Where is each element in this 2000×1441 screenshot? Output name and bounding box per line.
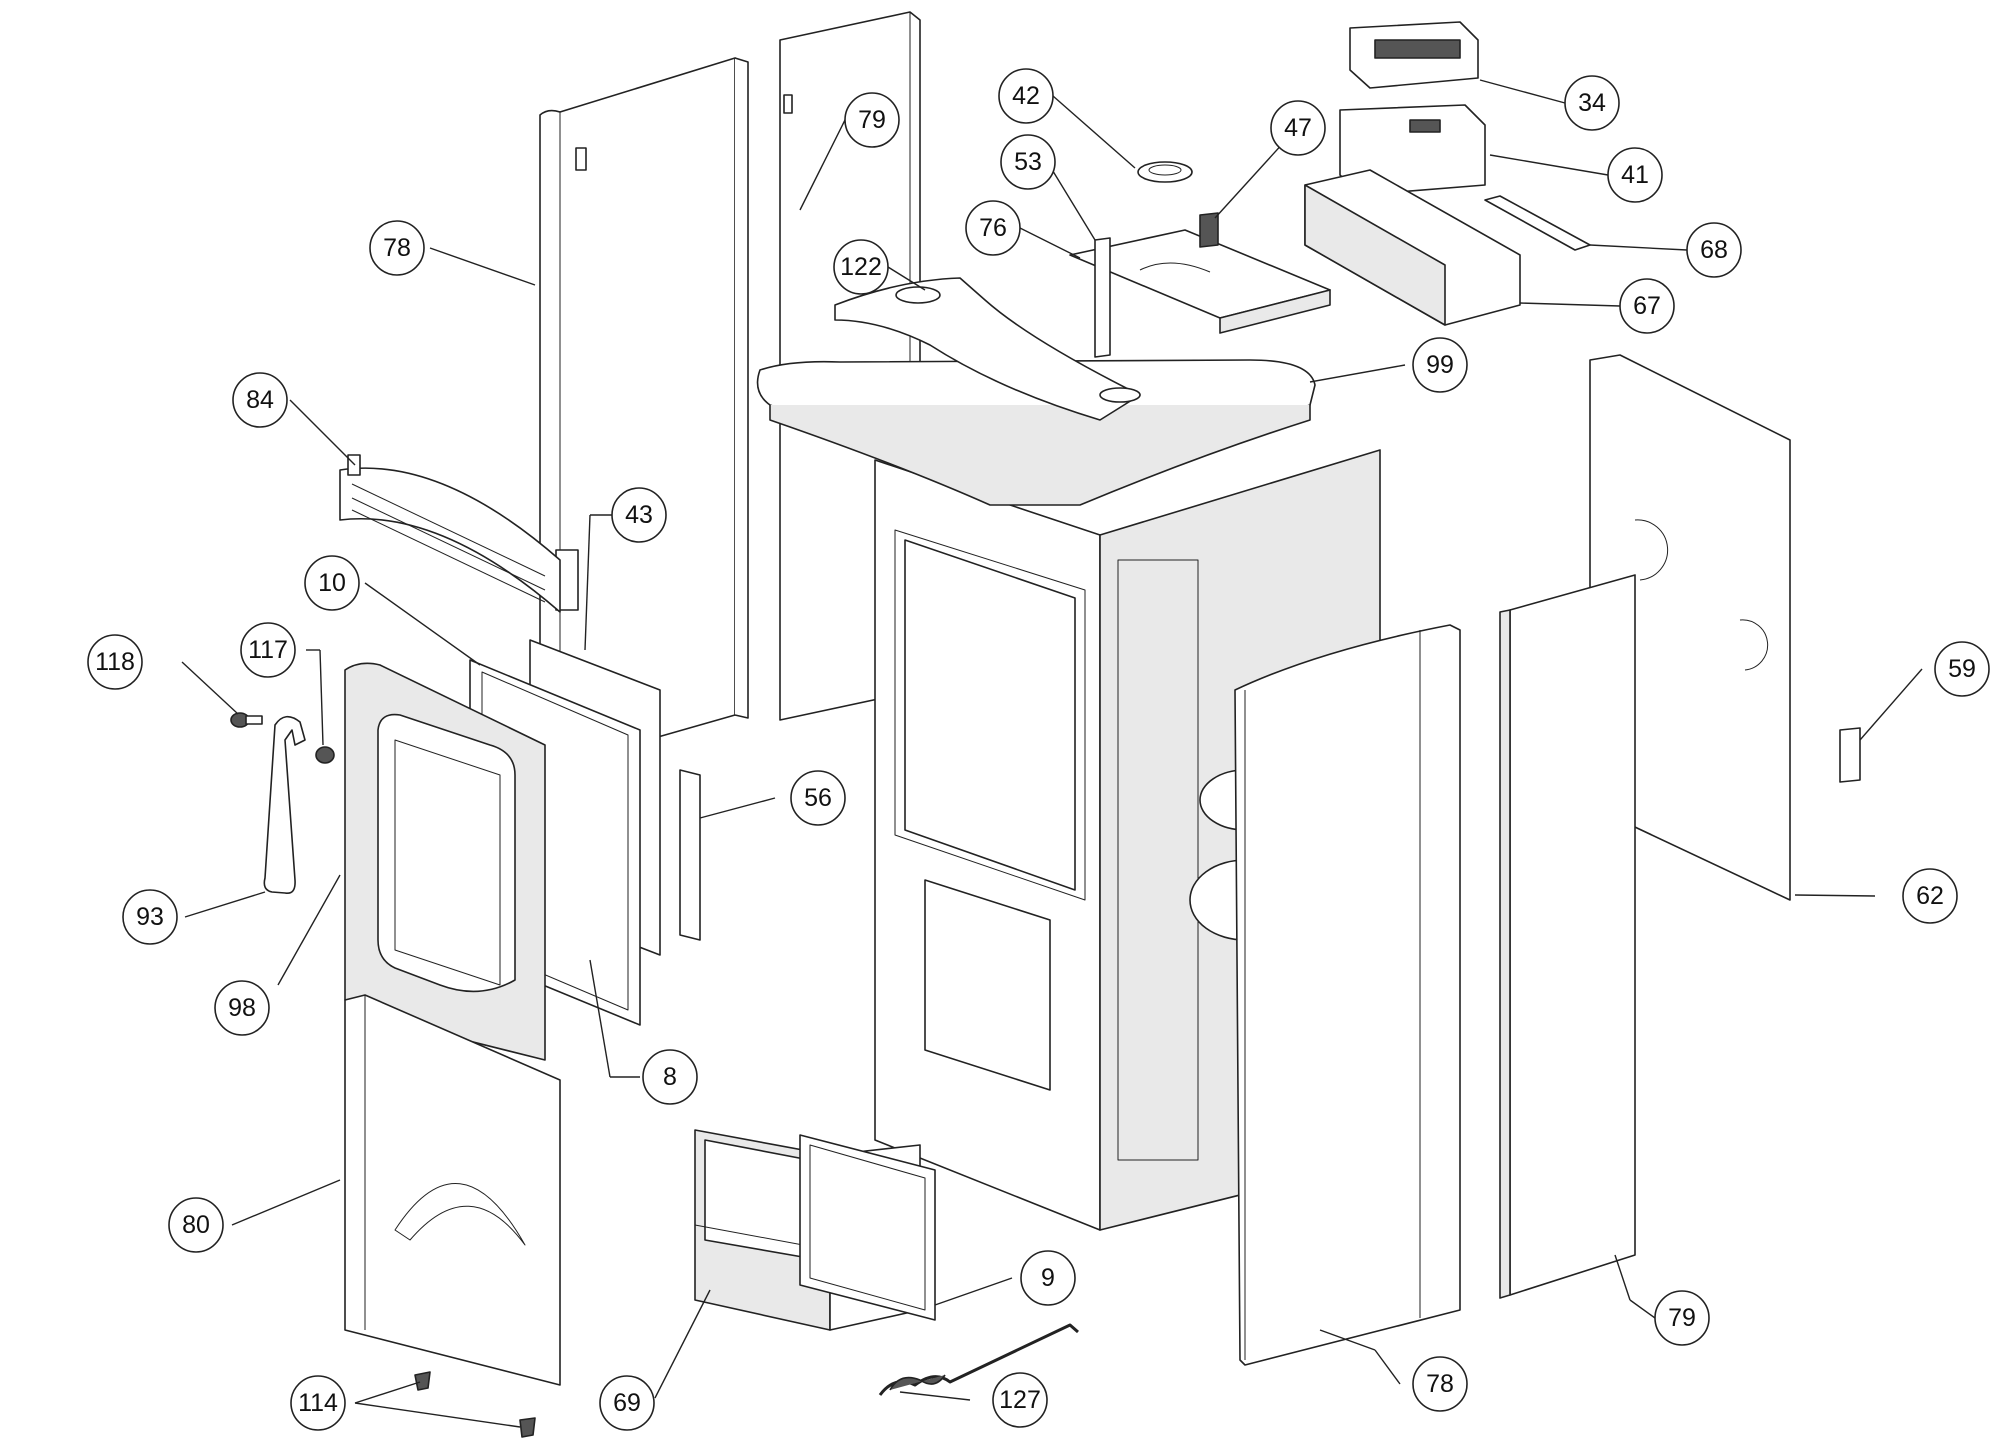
- part-9-drawer-gasket: [799, 1134, 936, 1321]
- part-114-foot-screws: [414, 1371, 536, 1438]
- callout-69: 69: [599, 1375, 655, 1431]
- svg-text:34: 34: [1578, 89, 1606, 117]
- svg-text:41: 41: [1621, 161, 1649, 189]
- svg-text:114: 114: [298, 1389, 338, 1417]
- svg-text:78: 78: [1426, 1370, 1454, 1398]
- part-118-bolt: [230, 712, 263, 728]
- callout-127: 127: [992, 1372, 1048, 1428]
- callout-122: 122: [833, 239, 889, 295]
- svg-text:9: 9: [1041, 1264, 1055, 1292]
- callout-42: 42: [998, 68, 1054, 124]
- svg-text:47: 47: [1284, 114, 1312, 142]
- part-34-control-panel: [1349, 21, 1479, 89]
- part-53-bracket: [1094, 237, 1111, 358]
- svg-text:93: 93: [136, 903, 164, 931]
- part-80-lower-front-panel: [344, 994, 561, 1386]
- leader-lines: [181, 79, 1923, 1428]
- callout-98: 98: [214, 980, 270, 1036]
- svg-text:53: 53: [1014, 148, 1042, 176]
- part-127-spring-hook: [878, 1323, 1079, 1396]
- svg-text:62: 62: [1916, 882, 1944, 910]
- part-47-clip: [1199, 212, 1219, 248]
- svg-text:122: 122: [840, 253, 882, 281]
- callout-62: 62: [1902, 868, 1958, 924]
- callout-59: 59: [1934, 641, 1990, 697]
- svg-text:127: 127: [999, 1386, 1041, 1414]
- part-67-channel: [1304, 169, 1521, 326]
- callout-114: 114: [290, 1375, 346, 1431]
- svg-text:80: 80: [182, 1211, 210, 1239]
- part-78-right-side-panel: [1234, 624, 1461, 1366]
- callout-9: 9: [1020, 1250, 1076, 1306]
- part-122-lid: [834, 277, 1141, 421]
- part-59-plate: [1839, 727, 1861, 783]
- svg-text:98: 98: [228, 994, 256, 1022]
- svg-text:79: 79: [858, 106, 886, 134]
- part-76-top-plate: [1069, 229, 1331, 334]
- part-93-door-wrench: [263, 715, 306, 895]
- callout-68: 68: [1686, 222, 1742, 278]
- svg-text:79: 79: [1668, 1304, 1696, 1332]
- svg-text:59: 59: [1948, 655, 1976, 683]
- part-84-front-grille: [339, 454, 561, 613]
- part-42-ring: [1137, 161, 1193, 183]
- svg-text:99: 99: [1426, 351, 1454, 379]
- svg-text:10: 10: [318, 569, 346, 597]
- svg-text:67: 67: [1633, 292, 1661, 320]
- part-56-strip: [679, 769, 701, 941]
- svg-text:84: 84: [246, 386, 274, 414]
- part-79-right-rear-panel: [1499, 574, 1636, 1299]
- callout-34: 34: [1564, 75, 1620, 131]
- callout-53: 53: [1000, 134, 1056, 190]
- part-99-top-cover: [756, 359, 1316, 506]
- callout-79-top: 79: [844, 92, 900, 148]
- callout-8: 8: [642, 1049, 698, 1105]
- callout-84: 84: [232, 372, 288, 428]
- svg-text:43: 43: [625, 501, 653, 529]
- callout-10: 10: [304, 555, 360, 611]
- svg-text:69: 69: [613, 1389, 641, 1417]
- svg-text:68: 68: [1700, 236, 1728, 264]
- callout-99: 99: [1412, 337, 1468, 393]
- svg-text:56: 56: [804, 784, 832, 812]
- part-68-rail: [1484, 195, 1591, 251]
- svg-text:76: 76: [979, 214, 1007, 242]
- callout-43: 43: [611, 487, 667, 543]
- part-78-left-side-panel: [539, 57, 749, 766]
- callout-47: 47: [1270, 100, 1326, 156]
- callout-78-bottom: 78: [1412, 1356, 1468, 1412]
- part-41-panel-box: [1339, 104, 1486, 196]
- svg-text:42: 42: [1012, 82, 1040, 110]
- callout-67: 67: [1619, 278, 1675, 334]
- callout-41: 41: [1607, 147, 1663, 203]
- callout-117: 117: [240, 622, 296, 678]
- svg-text:8: 8: [663, 1063, 677, 1091]
- svg-text:117: 117: [248, 636, 288, 664]
- callout-80: 80: [168, 1197, 224, 1253]
- callout-76: 76: [965, 200, 1021, 256]
- part-117-nut: [315, 746, 335, 764]
- callout-118: 118: [87, 634, 143, 690]
- callout-78-top: 78: [369, 220, 425, 276]
- svg-text:78: 78: [383, 234, 411, 262]
- callout-93: 93: [122, 889, 178, 945]
- svg-text:118: 118: [95, 648, 135, 676]
- part-98-door-frame: [344, 662, 546, 1061]
- callout-79-bottom: 79: [1654, 1290, 1710, 1346]
- callout-56: 56: [790, 770, 846, 826]
